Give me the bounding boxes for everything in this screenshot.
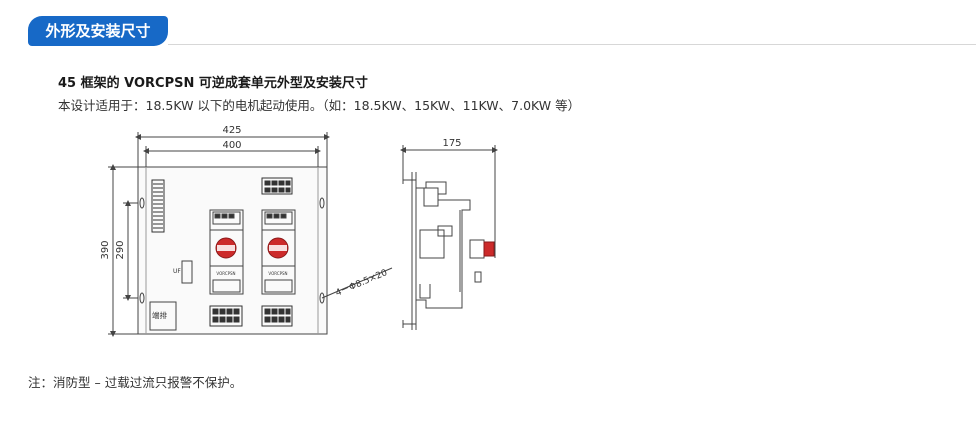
front-view [108,132,393,337]
handle-side [483,241,495,257]
side-view [400,145,498,330]
dim-label-390: 390 [100,240,111,259]
footnote: 注：消防型 – 过载过流只报警不保护。 [28,375,243,390]
header-rule [168,44,976,45]
terminal-block [149,301,177,331]
dim-label-175: 175 [442,138,461,149]
device-right [261,209,296,295]
device-right-label: VORCPSN [268,271,287,276]
bottom-terminal-block-left [209,305,243,327]
device-body-side [415,181,471,309]
applicability-text: 本设计适用于：18.5KW 以下的电机起动使用。（如：18.5KW、15KW、1… [58,98,581,113]
hole-label: 4－Φ8.5×20 [334,268,389,299]
mount-hole [139,197,145,209]
dim-label-400: 400 [222,140,241,151]
top-terminal-block [261,177,293,195]
dim-label-290: 290 [115,240,126,259]
dim-label-425: 425 [222,125,241,136]
rotary-handle-left [215,237,237,259]
terminal-label: 端排 [152,310,167,320]
hole-leader [321,285,351,299]
rotary-handle-right [267,237,289,259]
mount-hole [319,292,325,304]
bottom-terminal-block-right [261,305,293,327]
terminal-strip [151,179,165,233]
device-left [209,209,244,295]
diagram-heading: 45 框架的 VORCPSN 可逆成套单元外型及安装尺寸 [58,76,368,91]
mount-hole [319,197,325,209]
section-tag: 外形及安装尺寸 [28,16,168,46]
device-left-label: VORCPSN [216,271,235,276]
inner-module [419,229,445,259]
uf-label: UF [173,268,181,275]
uf-module [181,260,193,284]
mount-hole [139,292,145,304]
